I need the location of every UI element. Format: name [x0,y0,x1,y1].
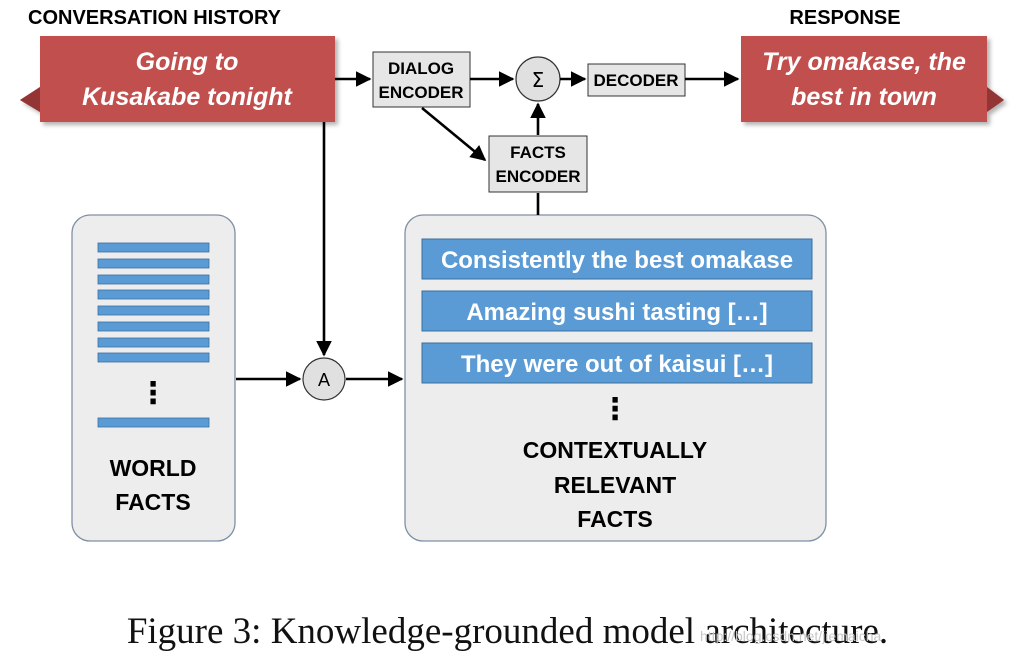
world-facts-ellipsis: ⋮ [138,376,168,411]
world-fact-bar [97,337,210,348]
response-banner [741,36,1004,122]
contextual-fact-box-3 [421,342,813,384]
watermark: http://blog.csdn.net/jiemaicha [700,628,882,644]
world-fact-bar [97,274,210,285]
response-banner-line1: Try omakase, the [762,48,966,76]
conversation-banner [20,36,335,122]
contextual-fact-3: They were out of kaisui […] [461,351,773,378]
decoder-box [587,63,686,97]
facts-encoder-box [488,135,588,193]
dialog-encoder-line1: DIALOG [388,59,454,78]
world-facts-title-line2: FACTS [115,489,190,515]
attention-node [302,357,346,401]
world-fact-bar [97,289,210,300]
world-fact-bar [97,305,210,316]
response-label: RESPONSE [789,7,900,29]
decoder-label: DECODER [593,71,678,90]
contextual-facts-title-line1: CONTEXTUALLY [523,437,707,463]
attention-symbol: A [318,370,330,390]
conversation-banner-line1: Going to [136,48,239,76]
contextual-fact-box-1 [421,238,813,280]
contextual-fact-1: Consistently the best omakase [441,247,793,274]
world-fact-bar [97,242,210,253]
facts-encoder-line1: FACTS [510,143,566,162]
world-fact-bar [97,352,210,363]
dialog-encoder-line2: ENCODER [378,83,463,102]
contextual-fact-box-2 [421,290,813,332]
contextual-facts-ellipsis: ⋮ [600,392,630,427]
world-fact-bar [97,258,210,269]
arrow-dialog-encoder-to-facts-encoder [421,106,487,162]
conversation-history-label: CONVERSATION HISTORY [28,7,282,29]
contextual-facts-title-line3: FACTS [577,506,652,532]
conversation-banner-line2: Kusakabe tonight [82,83,293,111]
sum-symbol: Σ [532,68,545,92]
facts-encoder-line2: ENCODER [495,167,580,186]
world-fact-bar [97,321,210,332]
response-banner-line2: best in town [791,83,937,111]
dialog-encoder-box [372,51,471,108]
world-fact-bar [97,417,210,428]
contextual-fact-2: Amazing sushi tasting […] [466,299,767,326]
world-facts-title-line1: WORLD [110,455,197,481]
connectors [236,71,740,387]
world-facts-stack [97,242,210,428]
contextual-facts-title-line2: RELEVANT [554,472,676,498]
figure-caption: Figure 3: Knowledge-grounded model archi… [126,611,889,652]
